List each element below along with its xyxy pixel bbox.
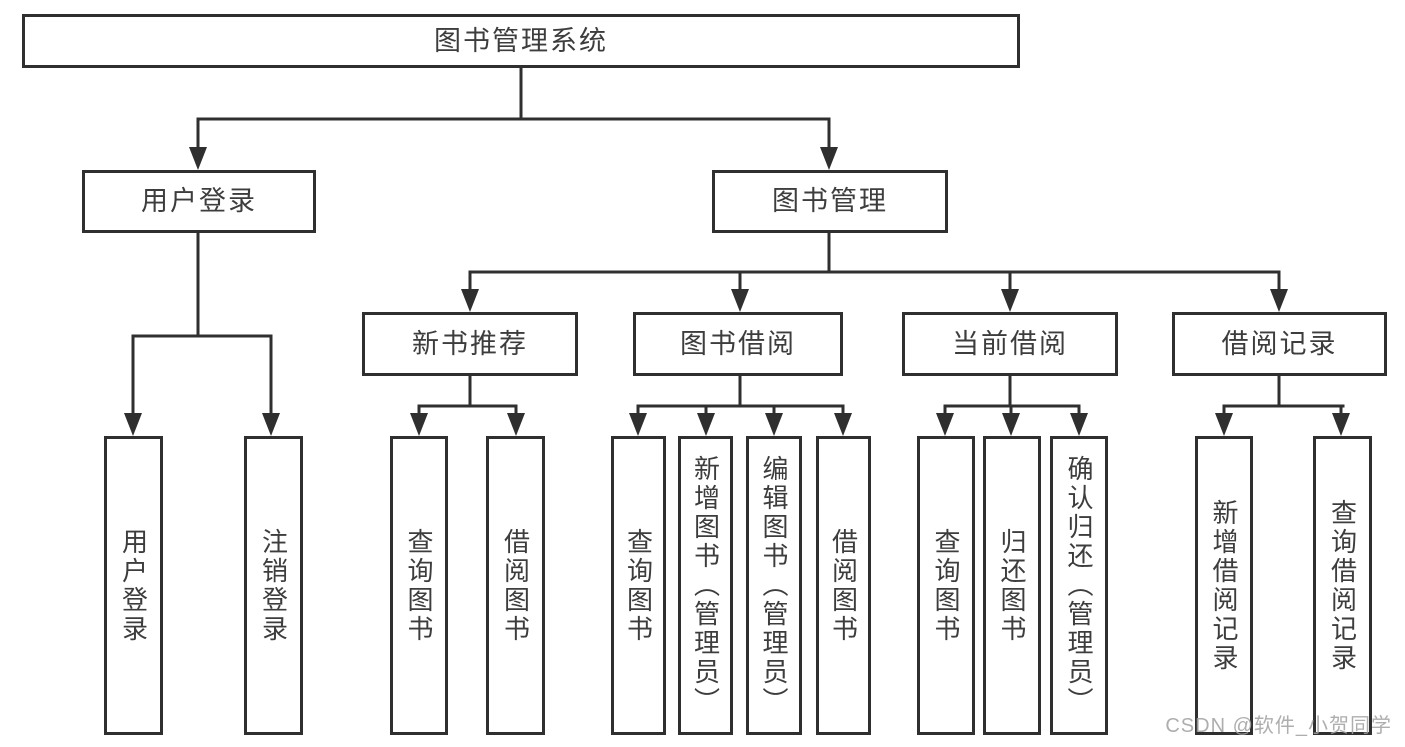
node-book-manage: 图书管理 <box>712 170 948 233</box>
arrowhead-icon <box>629 413 647 436</box>
arrowhead-icon <box>1002 413 1020 436</box>
arrowhead-icon <box>461 289 479 312</box>
arrowhead-icon <box>1270 289 1288 312</box>
node-leaf-bb-edit-book: 编辑图书（管理员） <box>746 436 802 735</box>
node-leaf-br-query-record: 查询借阅记录 <box>1313 436 1372 735</box>
node-label-leaf-bb-query-book: 查询图书 <box>623 527 654 644</box>
arrowhead-icon <box>410 413 428 436</box>
node-label-leaf-bb-borrow-book: 借阅图书 <box>828 527 859 644</box>
node-leaf-br-add-record: 新增借阅记录 <box>1195 436 1253 735</box>
node-label-leaf-user-login: 用户登录 <box>118 527 149 644</box>
arrowhead-icon <box>936 413 954 436</box>
node-leaf-bb-add-book: 新增图书（管理员） <box>678 436 733 735</box>
node-book-borrow: 图书借阅 <box>633 312 843 376</box>
node-label-new-book-recommend: 新书推荐 <box>412 328 528 359</box>
node-label-book-borrow: 图书借阅 <box>680 328 796 359</box>
arrowhead-icon <box>765 413 783 436</box>
arrowhead-icon <box>1070 413 1088 436</box>
node-label-leaf-nbr-query-book: 查询图书 <box>404 527 434 644</box>
arrowhead-icon <box>1001 289 1019 312</box>
node-leaf-bb-query-book: 查询图书 <box>611 436 666 735</box>
node-root: 图书管理系统 <box>22 14 1020 68</box>
arrowhead-icon <box>1332 413 1350 436</box>
node-label-leaf-cb-confirm-return: 确认归还（管理员） <box>1064 455 1094 716</box>
node-label-leaf-bb-add-book: 新增图书（管理员） <box>690 455 721 716</box>
node-leaf-cb-confirm-return: 确认归还（管理员） <box>1050 436 1108 735</box>
node-label-leaf-br-query-record: 查询借阅记录 <box>1327 498 1358 673</box>
arrowhead-icon <box>820 147 838 170</box>
arrowhead-icon <box>1215 413 1233 436</box>
node-label-current-borrow: 当前借阅 <box>952 328 1068 359</box>
arrowhead-icon <box>507 413 525 436</box>
node-label-borrow-record: 借阅记录 <box>1221 328 1338 359</box>
node-label-root: 图书管理系统 <box>434 25 608 56</box>
arrowhead-icon <box>834 413 852 436</box>
node-leaf-bb-borrow-book: 借阅图书 <box>816 436 871 735</box>
node-label-leaf-cb-return-book: 归还图书 <box>997 527 1027 644</box>
node-label-book-manage: 图书管理 <box>772 186 888 216</box>
node-leaf-cb-query-book: 查询图书 <box>917 436 975 735</box>
node-leaf-nbr-borrow-book: 借阅图书 <box>486 436 545 735</box>
arrowhead-icon <box>262 413 280 436</box>
node-leaf-logout: 注销登录 <box>244 436 303 735</box>
node-label-leaf-cb-query-book: 查询图书 <box>931 527 961 644</box>
node-user-login: 用户登录 <box>82 170 316 233</box>
node-label-leaf-nbr-borrow-book: 借阅图书 <box>500 527 531 644</box>
node-label-user-login: 用户登录 <box>141 186 257 216</box>
csdn-watermark: CSDN @软件_小贺同学 <box>1165 715 1392 737</box>
arrowhead-icon <box>697 413 715 436</box>
node-leaf-nbr-query-book: 查询图书 <box>390 436 448 735</box>
node-label-leaf-bb-edit-book: 编辑图书（管理员） <box>759 455 789 716</box>
node-current-borrow: 当前借阅 <box>902 312 1118 376</box>
node-leaf-user-login: 用户登录 <box>104 436 163 735</box>
node-leaf-cb-return-book: 归还图书 <box>983 436 1041 735</box>
arrowhead-icon <box>189 147 207 170</box>
node-label-leaf-br-add-record: 新增借阅记录 <box>1209 498 1239 673</box>
arrowhead-icon <box>731 289 749 312</box>
node-label-leaf-logout: 注销登录 <box>258 527 289 644</box>
node-borrow-record: 借阅记录 <box>1172 312 1387 376</box>
arrowhead-icon <box>124 413 142 436</box>
node-new-book-recommend: 新书推荐 <box>362 312 578 376</box>
